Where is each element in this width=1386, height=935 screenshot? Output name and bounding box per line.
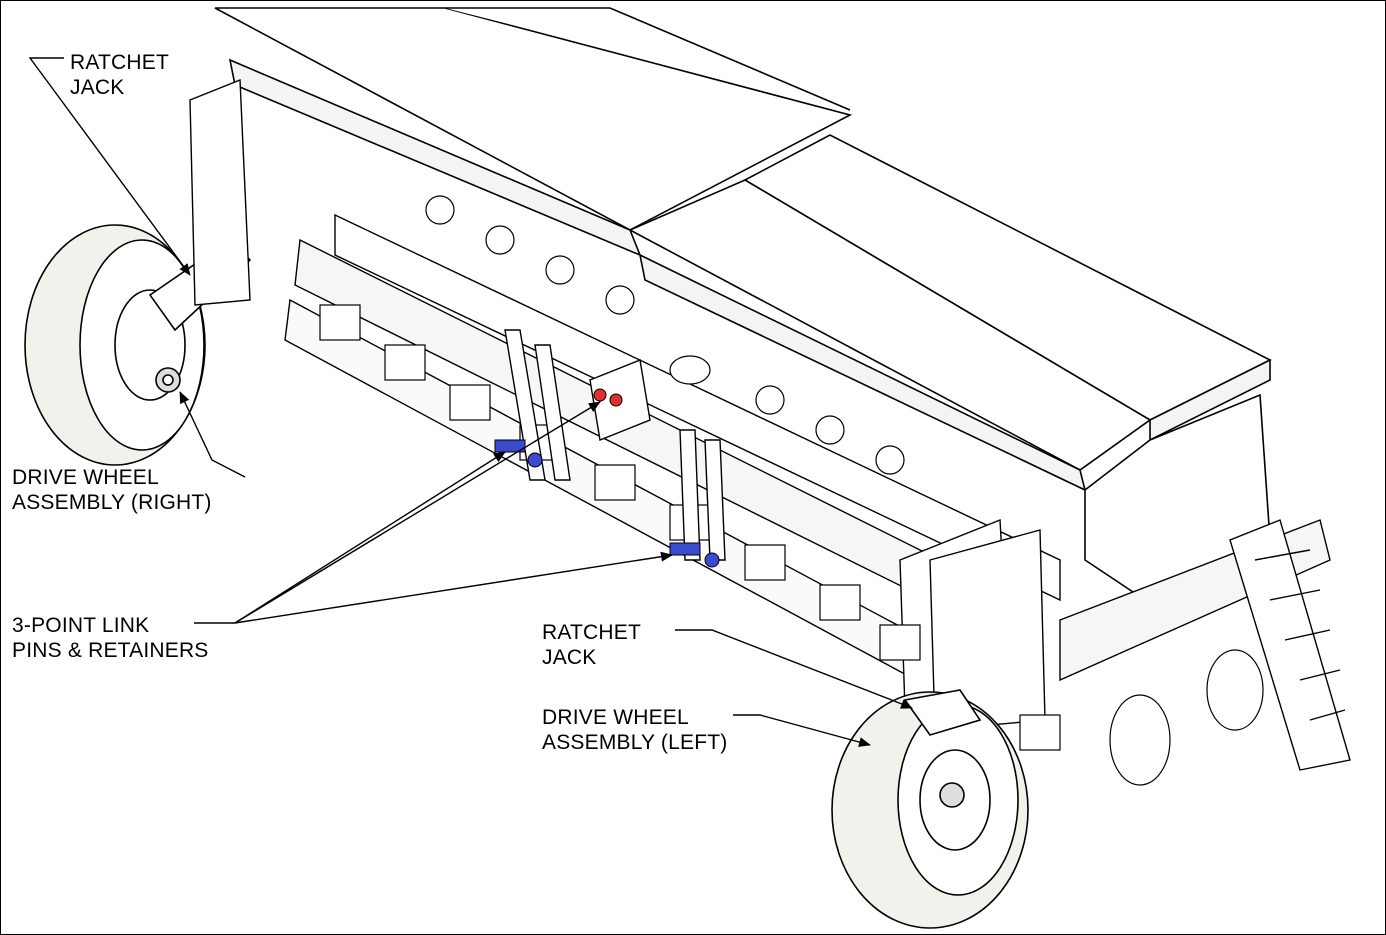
callout-ratchet-jack-left: RATCHET JACK xyxy=(542,620,641,670)
callout-line: JACK xyxy=(542,646,597,669)
link-pins xyxy=(494,388,720,568)
link-towers xyxy=(504,329,726,561)
callout-line: 3-POINT LINK xyxy=(12,614,150,637)
drive-wheel-right xyxy=(24,224,252,466)
callout-line: RATCHET xyxy=(542,621,642,644)
leader-lines xyxy=(28,57,913,747)
callout-line: ASSEMBLY (LEFT) xyxy=(542,731,728,754)
callout-drive-wheel-left: DRIVE WHEEL ASSEMBLY (LEFT) xyxy=(542,705,727,755)
callout-line: DRIVE WHEEL xyxy=(542,706,689,729)
drive-wheel-left xyxy=(831,689,1029,929)
callout-line: PINS & RETAINERS xyxy=(12,639,209,662)
callout-line: JACK xyxy=(70,76,125,99)
callout-line: ASSEMBLY (RIGHT) xyxy=(12,491,212,514)
disc-openers xyxy=(1109,649,1264,786)
callout-drive-wheel-right: DRIVE WHEEL ASSEMBLY (RIGHT) xyxy=(12,465,212,515)
callout-link-pins: 3-POINT LINK PINS & RETAINERS xyxy=(12,613,209,663)
callout-line: DRIVE WHEEL xyxy=(12,466,159,489)
seed-hopper xyxy=(214,7,1272,611)
callout-ratchet-jack-right: RATCHET JACK xyxy=(70,50,169,100)
callout-line: RATCHET xyxy=(70,51,170,74)
